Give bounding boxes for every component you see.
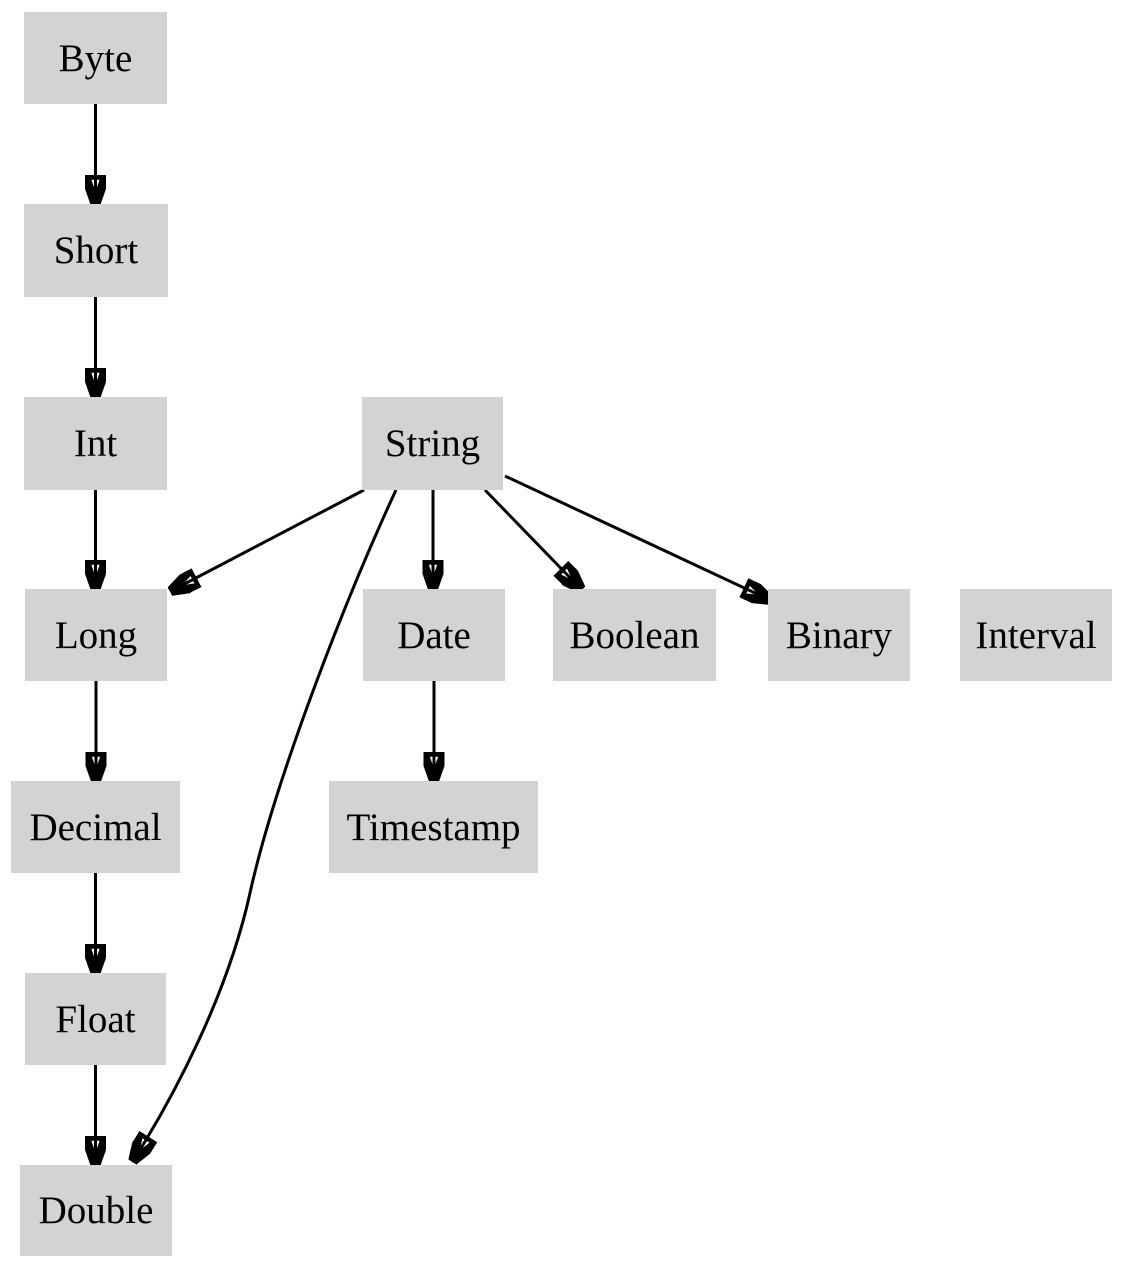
node-double-label: Double	[38, 1189, 154, 1232]
node-interval: Interval	[960, 589, 1112, 681]
node-decimal: Decimal	[11, 781, 180, 873]
node-decimal-label: Decimal	[29, 805, 162, 849]
node-boolean-label: Boolean	[569, 613, 700, 657]
node-int-label: Int	[73, 422, 118, 465]
node-short: Short	[24, 204, 168, 297]
node-binary-label: Binary	[785, 613, 893, 657]
edge-string-double	[133, 489, 398, 1161]
edge-string-boolean	[483, 488, 581, 589]
node-boolean: Boolean	[553, 589, 716, 681]
node-timestamp: Timestamp	[329, 781, 538, 873]
node-long-label: Long	[54, 613, 138, 657]
edge-string-binary	[504, 474, 770, 600]
node-binary: Binary	[768, 589, 910, 681]
node-string-label: String	[384, 422, 481, 465]
node-byte-label: Byte	[58, 36, 133, 80]
node-date: Date	[363, 589, 505, 681]
node-float: Float	[25, 973, 166, 1065]
node-short-label: Short	[53, 229, 139, 272]
node-int: Int	[24, 397, 167, 490]
node-double: Double	[20, 1165, 172, 1256]
node-long: Long	[25, 589, 167, 681]
node-interval-label: Interval	[975, 613, 1097, 657]
node-byte: Byte	[24, 12, 167, 104]
node-date-label: Date	[397, 613, 471, 657]
node-timestamp-label: Timestamp	[346, 805, 521, 849]
node-string: String	[362, 397, 503, 490]
node-float-label: Float	[55, 997, 136, 1041]
edge-string-long	[171, 488, 365, 591]
